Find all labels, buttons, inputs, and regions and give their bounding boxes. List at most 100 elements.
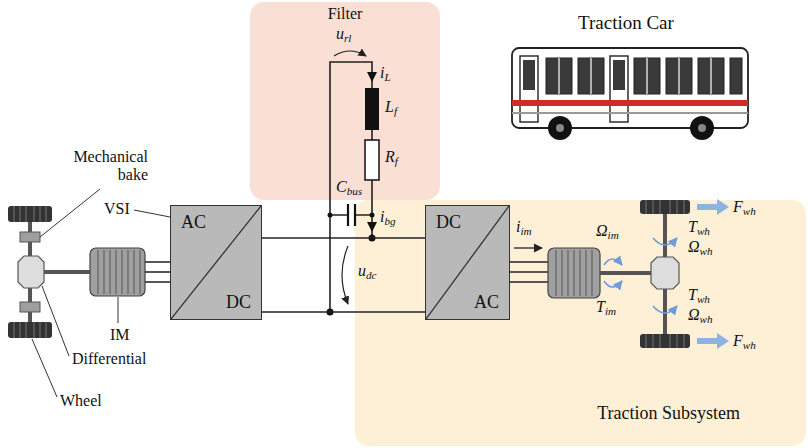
right-drivetrain-part <box>548 248 600 298</box>
vehicle-title: Traction Car <box>578 12 674 34</box>
right-drivetrain-part <box>640 200 690 214</box>
diagonal-line <box>171 206 261 319</box>
symbol-subscript: im <box>520 225 531 237</box>
current-label: ibg <box>380 208 396 226</box>
symbol-subscript: bus <box>347 185 363 197</box>
filter-circuit-part <box>330 214 372 216</box>
bus-illustration-part <box>512 112 748 114</box>
filter-circuit-part <box>370 213 375 218</box>
converter-label: DC <box>226 292 251 313</box>
bus-illustration-part <box>690 116 714 140</box>
part-label: Wheel <box>60 392 102 410</box>
left-drivetrain-part <box>8 206 52 222</box>
symbol-subscript: dc <box>366 269 377 281</box>
symbol-subscript: L <box>384 71 390 83</box>
leader-lines-part <box>134 210 170 217</box>
leader-lines-part <box>42 286 69 356</box>
symbol-subscript: f <box>395 155 398 167</box>
dc-bus-wire <box>262 237 425 239</box>
right-drivetrain-part <box>556 250 592 296</box>
symbol-subscript: wh <box>743 205 756 217</box>
bus-illustration-part <box>730 58 742 94</box>
force-label: Fwh <box>733 332 756 350</box>
region-shape <box>250 2 440 200</box>
right-drivetrain-part <box>640 334 690 348</box>
symbol-subscript: im <box>608 229 619 241</box>
dc-bus-wire <box>262 311 425 313</box>
part-label: Mechanical bake <box>58 148 148 185</box>
bus-illustration-part <box>559 58 711 94</box>
symbol-base: u <box>358 262 366 279</box>
symbol-subscript: wh <box>700 245 713 257</box>
part-label: IM <box>110 326 130 344</box>
symbol-base: i <box>380 64 384 81</box>
symbol-subscript: bg <box>384 215 395 227</box>
symbol-base: R <box>385 148 395 165</box>
filter-circuit-part <box>365 140 379 180</box>
symbol-subscript: f <box>394 105 397 117</box>
inductor-label: Lf <box>385 98 397 116</box>
leader-lines-part <box>118 297 119 323</box>
symbol-subscript: rl <box>344 32 351 44</box>
bus-illustration-part <box>512 100 748 106</box>
force-label: Fwh <box>733 198 756 216</box>
symbol-base: T <box>688 286 697 303</box>
converter-box: AC DC <box>170 205 262 320</box>
region-label: Traction Subsystem <box>597 403 740 424</box>
subsystem-region: Traction SubsystemDCAC <box>355 200 806 446</box>
left-drivetrain-part <box>18 256 44 288</box>
region-fill <box>250 2 440 200</box>
converter-label: AC <box>181 212 206 233</box>
bus-illustration-part <box>613 60 625 90</box>
left-drivetrain-part <box>90 248 145 296</box>
part-label: VSI <box>104 200 130 218</box>
left-drivetrain-part <box>44 270 90 274</box>
symbol-base: F <box>733 332 743 349</box>
leader-lines <box>32 189 170 397</box>
symbol-base: T <box>688 218 697 235</box>
filter-circuit-part <box>348 204 355 226</box>
filter-circuit-part <box>342 246 348 304</box>
speed-label: Ωwh <box>688 238 713 256</box>
symbol-base: u <box>336 25 344 42</box>
bus-illustration-part <box>698 124 706 132</box>
symbol-subscript: wh <box>743 339 756 351</box>
symbol-subscript: im <box>605 305 616 317</box>
symbol-subscript: wh <box>697 225 710 237</box>
leader-lines-part <box>32 339 57 397</box>
resistor-label: Rf <box>385 148 398 166</box>
current-label: iL <box>380 64 391 82</box>
leader-lines-part <box>40 189 100 237</box>
left-drivetrain <box>8 206 170 338</box>
converter-label: AC <box>474 292 499 313</box>
part-label: Differential <box>72 350 146 368</box>
left-drivetrain-part <box>145 262 170 282</box>
speed-label: Ωim <box>596 222 619 240</box>
diagonal-line <box>426 206 509 319</box>
torque-label: Tim <box>596 298 616 316</box>
speed-label: Ωwh <box>688 306 713 324</box>
left-drivetrain-part <box>14 206 46 338</box>
symbol-base: L <box>385 98 394 115</box>
symbol-base: Ω <box>596 222 608 239</box>
capacitor-label: Cbus <box>336 178 362 196</box>
voltage-label: url <box>336 25 351 43</box>
torque-label: Twh <box>688 218 710 236</box>
voltage-label: udc <box>358 262 377 280</box>
filter-circuit-part <box>328 213 333 218</box>
left-drivetrain-part <box>20 232 40 242</box>
symbol-base: C <box>336 178 347 195</box>
right-drivetrain-part <box>514 247 542 248</box>
symbol-base: i <box>380 208 384 225</box>
bus-illustration <box>512 48 748 140</box>
symbol-base: Ω <box>688 306 700 323</box>
region-shape <box>355 200 806 446</box>
bus-illustration-part <box>512 48 748 128</box>
region-label: Filter <box>328 5 363 23</box>
symbol-base: T <box>596 298 605 315</box>
current-label: iim <box>516 218 532 236</box>
